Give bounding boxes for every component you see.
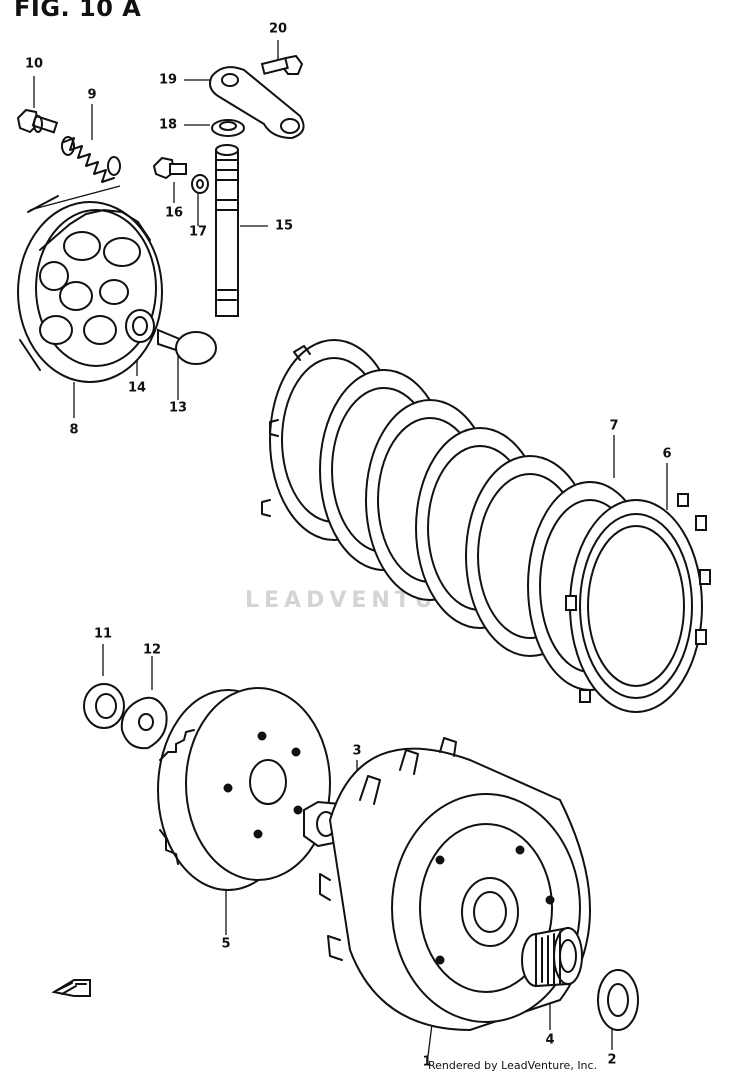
callout-8: 8 [69,422,79,438]
spacer-washer [597,969,639,1031]
primary-driven-gear [157,687,331,891]
render-credit: Rendered by LeadVenture, Inc. [428,1059,598,1072]
front-arrow-icon [51,979,91,997]
spring-bolt [16,108,59,134]
callout-16: 16 [164,205,184,221]
bearing [125,309,155,343]
callout-18: 18 [158,117,178,133]
callout-2: 2 [607,1052,617,1068]
callout-5: 5 [221,936,231,952]
oil-seal [211,119,245,137]
push-piece [157,328,217,365]
callout-19: 19 [158,72,178,88]
callout-4: 4 [545,1032,555,1048]
pressure-plate [17,195,163,383]
release-bolt [152,156,187,180]
callout-3: 3 [352,743,362,759]
clutch-plate-stack [261,339,595,657]
clutch-spring [61,136,121,183]
callout-9: 9 [87,87,97,103]
callout-7: 7 [609,418,619,434]
callout-1: 1 [422,1054,432,1070]
lever-bolt [260,54,304,75]
primary-bearing [83,683,125,729]
release-shaft [215,144,239,317]
thrust-washer [120,696,168,750]
callout-15: 15 [274,218,294,234]
clutch-housing [319,737,591,1032]
drive-plate [565,493,711,713]
callout-11: 11 [93,626,113,642]
washer [191,174,209,194]
needle-bearing [521,926,583,988]
callout-6: 6 [662,446,672,462]
callout-13: 13 [168,400,188,416]
callout-20: 20 [268,21,288,37]
release-lever [209,66,305,140]
callout-14: 14 [127,380,147,396]
callout-10: 10 [24,56,44,72]
callout-12: 12 [142,642,162,658]
callout-17: 17 [188,224,208,240]
figure-title: FIG. 10 A [14,0,142,22]
section-line [29,185,121,211]
